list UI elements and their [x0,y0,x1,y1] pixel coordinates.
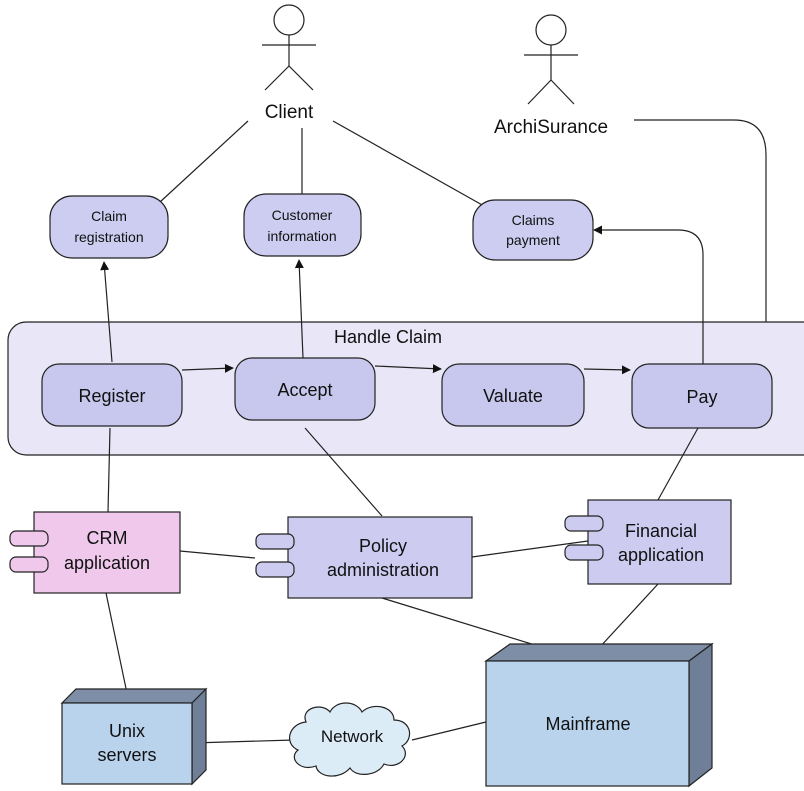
unix-node-front [61,702,193,785]
customer-information-service: Customer information [243,193,362,257]
accept-to-policy-line [304,427,383,517]
archisurance-actor [524,14,578,105]
financial-label-line2: application [618,545,704,565]
connector-lines [100,119,767,744]
unix-node-side [191,687,207,786]
archisurance-actor-head [535,14,567,46]
claims-payment-line2: payment [506,232,560,248]
policy-to-financial-line [471,540,589,558]
mainframe-label: Mainframe [545,714,630,734]
crm-to-unix-line [105,592,129,699]
customer-information-line1: Customer [272,207,333,223]
handle-claim-process [7,321,804,456]
policy-label-line2: administration [327,560,439,580]
network-to-mainframe-line [411,721,487,741]
register-step: Register [41,363,183,427]
accept-to-valuate-arrow [374,364,442,374]
client-actor-head [273,4,305,36]
mainframe-node-side [688,642,713,788]
accept-label: Accept [277,380,332,400]
financial-component-tab-top [564,515,604,532]
mainframe-node: Mainframe [484,642,714,788]
unix-to-network-line [191,739,295,744]
claim-registration-service: Claim registration [49,195,169,259]
crm-to-policy-line [179,550,256,559]
financial-component-tab-bottom [564,544,604,561]
policy-component-tab-bottom [255,561,295,578]
valuate-step: Valuate [441,363,585,427]
crm-label-line1: CRM [87,528,128,548]
client-actor [262,4,316,91]
pay-label: Pay [686,387,717,407]
client-to-claims-payment-line [332,120,485,207]
crm-label-line2: application [64,553,150,573]
register-to-accept-arrow [181,363,234,373]
client-label: Client [265,102,314,123]
claims-payment-service: Claims payment [472,199,594,261]
claim-registration-line1: Claim [91,208,127,224]
client-to-claim-registration-line [159,120,249,203]
financial-application-component: Financial application [564,499,732,585]
register-to-crm-line [107,427,111,513]
accept-to-customer-information-arrow [294,259,304,359]
claim-registration-line2: registration [74,229,143,245]
valuate-to-pay-arrow [583,365,631,375]
network-cloud: Network [289,702,411,777]
unix-node-top [60,688,208,704]
financial-label-line1: Financial [625,521,697,541]
policy-label-line1: Policy [359,536,407,556]
register-to-claim-registration-arrow [100,261,113,363]
crm-component-tab-top [9,530,49,547]
crm-application-component: CRM application [9,511,181,594]
policy-component-tab-top [255,533,295,550]
unix-servers-node: Unix servers [60,687,208,786]
valuate-label: Valuate [483,386,543,406]
handle-claim-title: Handle Claim [334,327,442,347]
accept-step: Accept [234,357,376,421]
pay-step: Pay [631,363,773,429]
policy-administration-component: Policy administration [255,516,473,599]
crm-component-tab-bottom [9,556,49,573]
archisurance-to-process-line [634,119,767,322]
unix-label-line1: Unix [109,721,145,741]
network-label: Network [321,727,384,746]
mainframe-node-top [484,643,714,662]
unix-label-line2: servers [97,745,156,765]
archisurance-label: ArchiSurance [494,117,608,138]
pay-to-claims-payment-arrow [593,225,704,364]
claims-payment-line1: Claims [512,212,555,228]
pay-to-financial-line [657,427,699,501]
register-label: Register [78,386,145,406]
customer-information-line2: information [267,228,336,244]
mainframe-node-front [485,660,690,787]
